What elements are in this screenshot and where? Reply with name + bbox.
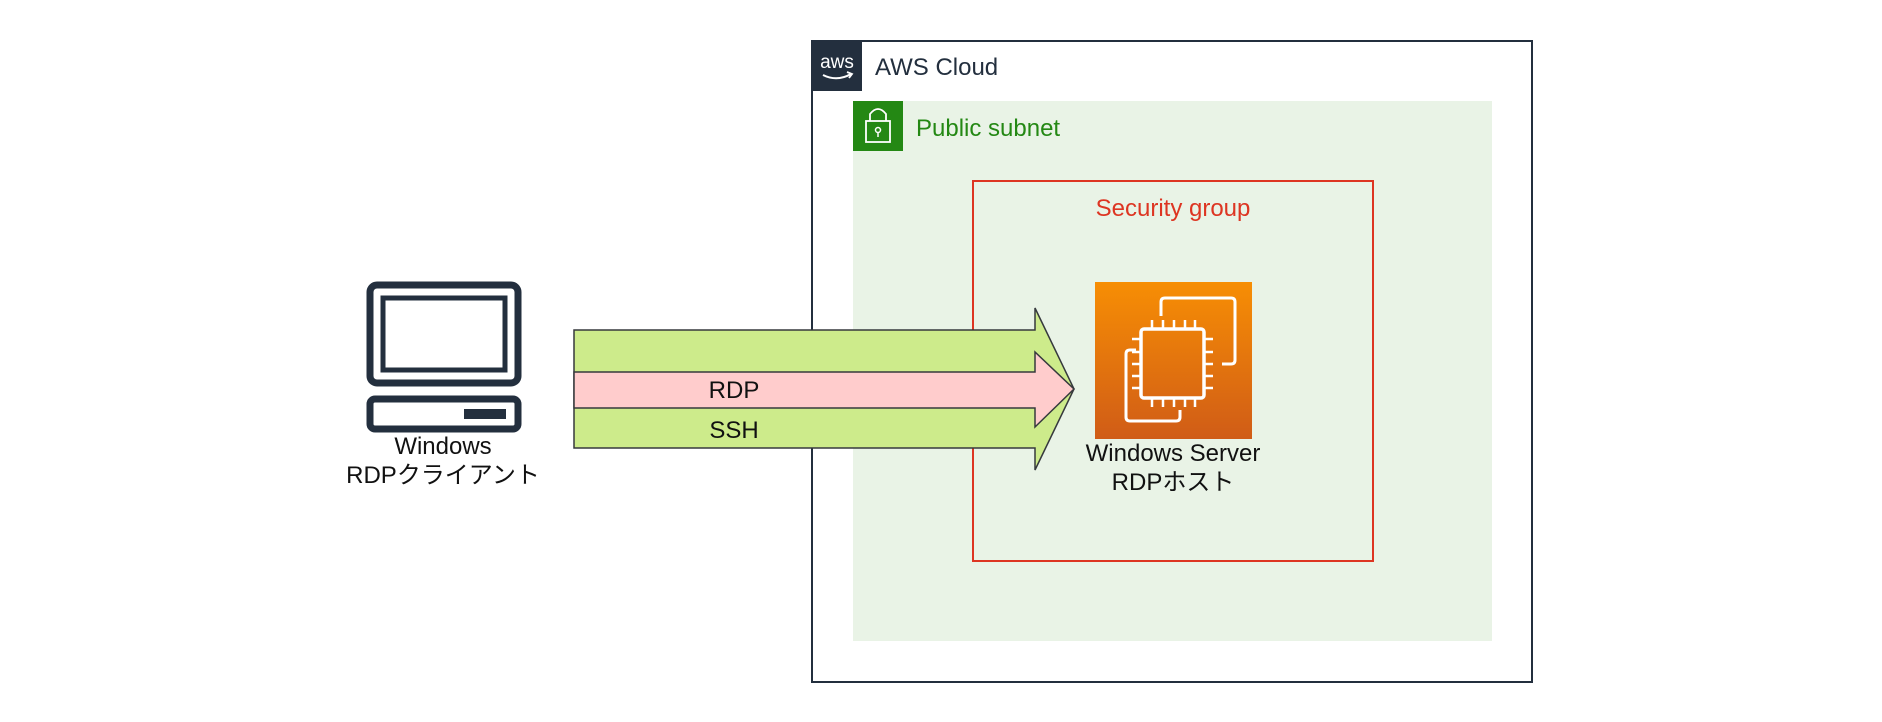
ec2-instance-icon — [1095, 282, 1252, 439]
desktop-computer-icon — [366, 281, 522, 433]
security-group: Security group — [972, 180, 1374, 562]
server-label-line1: Windows Server — [1086, 440, 1261, 467]
aws-logo-icon: aws — [812, 41, 862, 91]
connection-arrows: RDP SSH — [573, 307, 1076, 471]
client-label-line2: RDPクライアント — [346, 462, 540, 489]
lock-icon — [853, 101, 903, 151]
client-label-line1: Windows — [394, 433, 491, 460]
aws-cloud-label: AWS Cloud — [875, 54, 998, 81]
ssh-label: SSH — [709, 417, 758, 444]
aws-logo-text: aws — [820, 52, 854, 73]
public-subnet-label: Public subnet — [916, 115, 1060, 142]
security-group-label: Security group — [1096, 195, 1251, 222]
rdp-label: RDP — [709, 377, 760, 404]
server-label-line2: RDPホスト — [1112, 469, 1235, 496]
rdp-arrow — [573, 350, 1076, 429]
